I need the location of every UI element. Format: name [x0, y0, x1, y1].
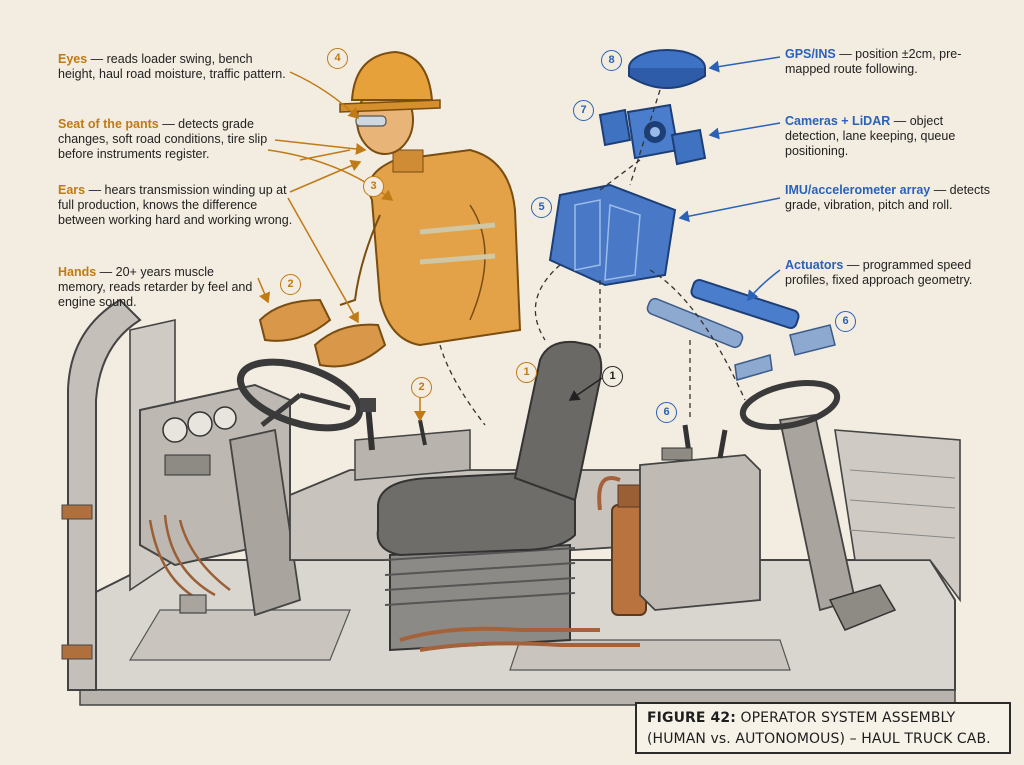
steering-wheel-autonomous: [739, 380, 897, 631]
marker-8: 8: [601, 50, 622, 71]
callout-ears-lead: Ears: [58, 183, 86, 197]
callout-seat-lead: Seat of the pants: [58, 117, 159, 131]
marker-2-controls: 2: [411, 377, 432, 398]
imu-array-unit: [548, 183, 677, 287]
cab-frame-right: [834, 429, 961, 603]
callout-hands: Hands — 20+ years muscle memory, reads r…: [58, 265, 263, 310]
marker-4: 4: [327, 48, 348, 69]
caption-title: OPERATOR SYSTEM ASSEMBLY: [735, 710, 956, 726]
camera-lidar-unit: [598, 103, 707, 166]
caption-line-1: FIGURE 42: OPERATOR SYSTEM ASSEMBLY: [647, 708, 999, 729]
actuator-assembly: [646, 279, 836, 381]
accumulator-cap: [617, 484, 641, 508]
marker-1-human: 1: [516, 362, 537, 383]
callout-gps-lead: GPS/INS: [785, 47, 836, 61]
callout-hands-lead: Hands: [58, 265, 97, 279]
seat-leader-arrow: [568, 377, 603, 401]
marker-7: 7: [573, 100, 594, 121]
steering-wheel-human: [228, 358, 364, 617]
callout-imu: IMU/accelerometer array — detects grade,…: [785, 183, 990, 213]
auto-leader-arrows: [678, 56, 781, 302]
marker-5: 5: [531, 197, 552, 218]
callout-actuators-text: — programmed speed profiles, fixed appro…: [785, 258, 973, 287]
callout-gps: GPS/INS — position ±2cm, pre-mapped rout…: [785, 47, 985, 77]
autonomous-console: [639, 424, 761, 611]
callout-eyes: Eyes — reads loader swing, bench height,…: [58, 52, 288, 82]
wiring-harness: [148, 514, 231, 614]
callout-actuators-lead: Actuators: [785, 258, 844, 272]
callout-ears: Ears — hears transmission winding up at …: [58, 183, 293, 228]
gps-ins-unit: [628, 49, 706, 89]
callout-cameras: Cameras + LiDAR — object detection, lane…: [785, 114, 975, 159]
marker-6-console: 6: [656, 402, 677, 423]
marker-2-hands: 2: [280, 274, 301, 295]
callout-imu-text: — detects grade, vibration, pitch and ro…: [785, 183, 990, 212]
callout-cameras-lead: Cameras + LiDAR: [785, 114, 891, 128]
caption-figure-label: FIGURE 42:: [647, 710, 736, 726]
operator-seat: [376, 340, 603, 652]
hydraulic-lines: [399, 476, 640, 652]
marker-3: 3: [363, 176, 384, 197]
callout-actuators: Actuators — programmed speed profiles, f…: [785, 258, 1010, 288]
human-operator: [258, 50, 522, 368]
marker-6-actuator: 6: [835, 311, 856, 332]
callout-imu-lead: IMU/accelerometer array: [785, 183, 931, 197]
callout-seat-text: — detects grade changes, soft road condi…: [58, 117, 268, 161]
callout-cameras-text: — object detection, lane keeping, queue …: [785, 114, 956, 158]
callout-eyes-text: — reads loader swing, bench height, haul…: [58, 52, 286, 81]
marker-1-seat: 1: [602, 366, 623, 387]
callout-eyes-lead: Eyes: [58, 52, 88, 66]
caption-line-2: (HUMAN vs. AUTONOMOUS) – HAUL TRUCK CAB.: [647, 731, 991, 747]
callout-hands-text: — 20+ years muscle memory, reads retarde…: [58, 265, 253, 309]
figure-caption: FIGURE 42: OPERATOR SYSTEM ASSEMBLY (HUM…: [635, 702, 1011, 754]
callout-gps-text: — position ±2cm, pre-mapped route follow…: [785, 47, 962, 76]
connection-lines: [439, 89, 746, 426]
callout-ears-text: — hears transmission winding up at full …: [58, 183, 293, 227]
callout-seat: Seat of the pants — detects grade change…: [58, 117, 273, 162]
human-leader-arrows: [257, 71, 426, 422]
